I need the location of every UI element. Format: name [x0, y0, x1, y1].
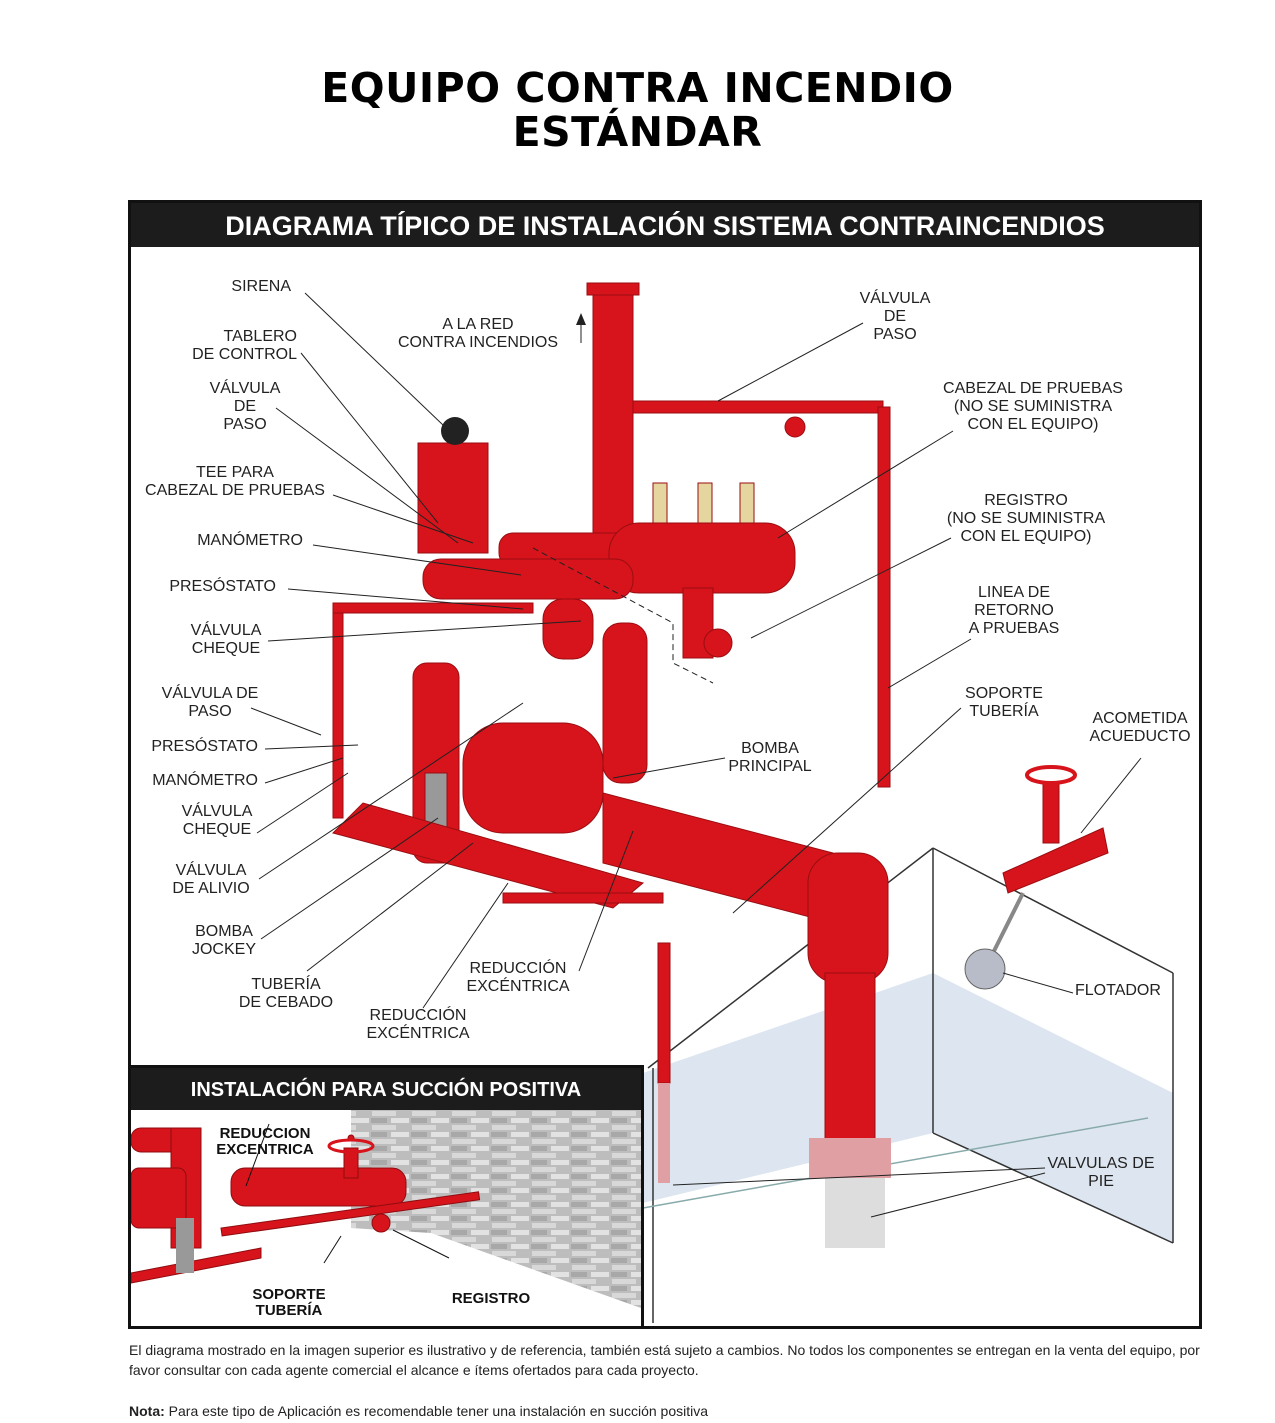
label-bomba-jockey: BOMBA JOCKEY [191, 923, 256, 958]
label-tablero-control: TABLERO DE CONTROL [192, 328, 297, 363]
label-flotador: FLOTADOR [1075, 982, 1161, 999]
label-presostato-jockey: PRESÓSTATO [151, 738, 258, 755]
label-manometro-jockey: MANÓMETRO [152, 772, 258, 789]
label-red-contra-incendios: A LA RED CONTRA INCENDIOS [397, 316, 558, 351]
label-bomba-principal: BOMBA PRINCIPAL [728, 740, 812, 775]
note-label: Nota: [129, 1403, 165, 1419]
label-presostato: PRESÓSTATO [169, 578, 276, 595]
label-sirena: SIRENA [231, 278, 291, 295]
diagram-header: DIAGRAMA TÍPICO DE INSTALACIÓN SISTEMA C… [131, 203, 1199, 247]
label-valvula-cheque-jockey: VÁLVULA CHEQUE [181, 803, 253, 838]
disclaimer-text: El diagrama mostrado en la imagen superi… [129, 1342, 1200, 1378]
label-registro: REGISTRO (NO SE SUMINISTRA CON EL EQUIPO… [946, 492, 1106, 545]
inset-header: INSTALACIÓN PARA SUCCIÓN POSITIVA [131, 1068, 641, 1110]
label-valvula-paso-descarga: VÁLVULA DE PASO [859, 290, 931, 343]
label-manometro: MANÓMETRO [197, 532, 303, 549]
positive-suction-inset: INSTALACIÓN PARA SUCCIÓN POSITIVA [131, 1065, 644, 1326]
label-reduccion-excentrica-2: REDUCCIÓN EXCÉNTRICA [466, 960, 570, 995]
label-tuberia-cebado: TUBERÍA DE CEBADO [238, 976, 334, 1011]
water-tank [642, 847, 1174, 1323]
installation-illustration [250, 282, 1174, 1323]
label-valvula-paso-jockey: VÁLVULA DE PASO [161, 685, 259, 720]
diagram-frame: DIAGRAMA TÍPICO DE INSTALACIÓN SISTEMA C… [128, 200, 1202, 1329]
inset-illustration [131, 1110, 641, 1308]
label-reduccion-excentrica-1: REDUCCIÓN EXCÉNTRICA [366, 1007, 470, 1042]
label-cabezal-pruebas: CABEZAL DE PRUEBAS (NO SE SUMINISTRA CON… [943, 380, 1123, 433]
label-valvulas-pie: VALVULAS DE PIE [1047, 1155, 1155, 1190]
footer-note: Nota: Para este tipo de Aplicación es re… [129, 1401, 1209, 1421]
note-text: Para este tipo de Aplicación es recomend… [164, 1403, 709, 1419]
label-soporte-tuberia: SOPORTE TUBERÍA [965, 685, 1043, 720]
inset-label-registro: REGISTRO [451, 1290, 531, 1307]
label-linea-retorno: LINEA DE RETORNO A PRUEBAS [968, 584, 1060, 637]
label-valvula-paso: VÁLVULA DE PASO [209, 380, 281, 433]
leader-lines [250, 292, 1142, 1218]
page-title: EQUIPO CONTRA INCENDIO ESTÁNDAR [321, 64, 954, 156]
label-acometida-acueducto: ACOMETIDA ACUEDUCTO [1089, 710, 1191, 745]
label-valvula-alivio: VÁLVULA DE ALIVIO [172, 862, 250, 897]
label-valvula-cheque: VÁLVULA CHEQUE [190, 622, 262, 657]
pipes [332, 282, 1109, 1248]
inset-label-soporte: SOPORTE TUBERÍA [252, 1286, 326, 1319]
inset-label-reduccion: REDUCCION EXCENTRICA [216, 1125, 314, 1158]
label-tee-cabezal: TEE PARA CABEZAL DE PRUEBAS [145, 464, 325, 499]
